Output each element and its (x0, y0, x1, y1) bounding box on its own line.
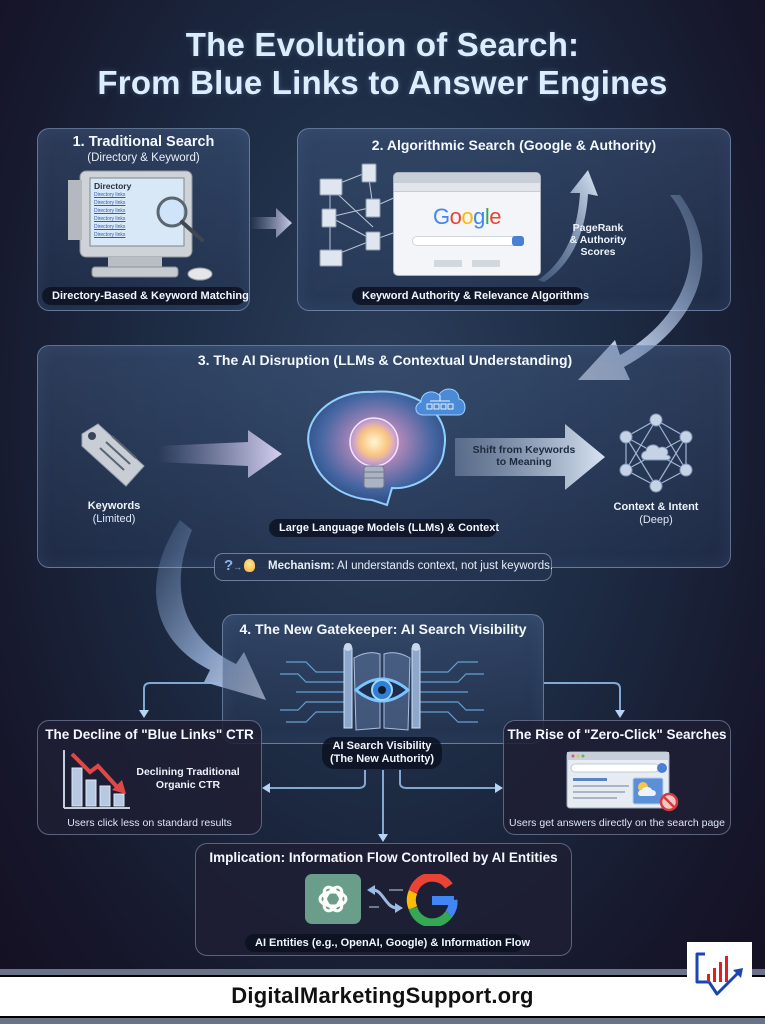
swoosh-arrow-down-icon (140, 520, 280, 710)
context-sublabel: (Deep) (639, 514, 673, 526)
declining-ctr-label: Declining Traditional Organic CTR (136, 766, 240, 791)
footer-top-stripe (0, 969, 765, 975)
mechanism-text: Mechanism: AI understands context, not j… (268, 560, 553, 572)
footer-bottom-border (0, 1016, 765, 1018)
section2-caption: Keyword Authority & Relevance Algorithms (352, 287, 589, 305)
implication-title: Implication: Information Flow Controlled… (209, 850, 558, 865)
directory-link: Directory links (94, 208, 126, 214)
directory-list: Directory links Directory links Director… (94, 191, 164, 239)
cloud-network-icon (413, 383, 467, 417)
link-graph-icon (318, 162, 398, 277)
directory-link: Directory links (94, 216, 126, 222)
infographic-title: The Evolution of Search: From Blue Links… (0, 26, 765, 102)
section1-caption: Directory-Based & Keyword Matching (42, 287, 249, 305)
footer-top-border (0, 975, 765, 977)
zero-click-caption: Users get answers directly on the search… (509, 817, 725, 829)
google-search-input[interactable] (412, 236, 524, 246)
implication-caption: AI Entities (e.g., OpenAI, Google) & Inf… (245, 934, 530, 952)
directory-link: Directory links (94, 232, 126, 238)
context-network-icon (616, 412, 696, 494)
keywords-sublabel: (Limited) (92, 513, 136, 525)
declining-chart-icon (60, 748, 132, 812)
exchange-arrows-icon (365, 882, 405, 916)
mechanism-label: Mechanism: (268, 560, 335, 572)
arrow-right-icon (250, 206, 294, 240)
llm-caption: Large Language Models (LLMs) & Context (269, 519, 499, 537)
footer-site-name[interactable]: DigitalMarketingSupport.org (231, 983, 534, 1008)
directory-link: Directory links (94, 200, 126, 206)
arrow-to-brain-icon (158, 430, 284, 480)
keywords-label: Keywords (87, 500, 141, 512)
rising-arrow-icon (530, 168, 600, 283)
section4-title: 4. The New Gatekeeper: AI Search Visibil… (239, 621, 527, 637)
footer-banner (0, 977, 765, 1016)
section3-title: 3. The AI Disruption (LLMs & Contextual … (197, 352, 573, 368)
mechanism-icons: ?→ (224, 557, 256, 574)
ai-visibility-label: AI Search Visibility (The New Authority) (322, 737, 442, 769)
browser-titlebar (394, 173, 540, 183)
google-g-logo-icon (405, 874, 461, 926)
question-icon: ? (224, 557, 234, 574)
site-logo[interactable] (687, 942, 752, 1012)
mechanism-description: AI understands context, not just keyword… (337, 560, 554, 572)
zero-click-browser-icon (563, 750, 683, 812)
title-line-2: From Blue Links to Answer Engines (97, 64, 668, 101)
directory-heading: Directory (94, 181, 132, 191)
monitor-icon (68, 168, 218, 286)
mechanism-callout (214, 553, 552, 581)
swoosh-arrow-icon (560, 195, 740, 395)
google-logo: Google (432, 204, 502, 229)
openai-logo-icon (305, 874, 361, 924)
brain-lightbulb-icon (292, 380, 462, 520)
tag-icon (78, 420, 150, 490)
directory-link: Directory links (94, 224, 126, 230)
footer-bottom-stripe (0, 1018, 765, 1024)
decline-title: The Decline of "Blue Links" CTR (45, 727, 254, 742)
search-button-icon[interactable] (512, 236, 524, 246)
shift-arrow-icon (455, 424, 607, 490)
browser-window: Google (393, 172, 541, 276)
search-button[interactable] (433, 260, 462, 267)
context-label: Context & Intent (613, 501, 699, 513)
zero-click-title: The Rise of "Zero-Click" Searches (507, 727, 727, 742)
directory-link: Directory links (94, 192, 126, 198)
section2-title: 2. Algorithmic Search (Google & Authorit… (371, 137, 657, 153)
pagerank-label: PageRank & Authority Scores (569, 222, 627, 258)
lightbulb-icon (244, 559, 256, 572)
lucky-button[interactable] (472, 260, 501, 267)
section1-title: 1. Traditional Search (72, 134, 215, 150)
section1-subtitle: (Directory & Keyword) (87, 152, 200, 164)
browser-addressbar (394, 183, 540, 192)
decline-caption: Users click less on standard results (67, 817, 232, 829)
gate-eye-icon (276, 642, 488, 732)
directory-screen: Directory Directory links Directory link… (94, 181, 164, 239)
arrow-small-icon: → (233, 562, 243, 572)
shift-label: Shift from Keywords to Meaning (472, 444, 576, 468)
title-line-1: The Evolution of Search: (185, 26, 580, 63)
